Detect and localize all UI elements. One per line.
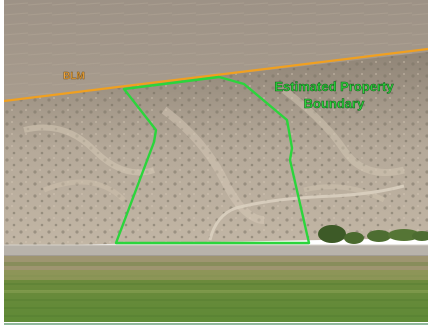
aerial-photo: BLM Estimated Property Boundary — [4, 0, 428, 322]
boundary-label-line1: Estimated Property — [274, 79, 394, 94]
aerial-scene: BLM Estimated Property Boundary — [4, 0, 428, 322]
blm-boundary-line — [4, 47, 428, 103]
property-boundary — [114, 75, 311, 245]
blm-label: BLM — [63, 71, 85, 82]
road — [4, 245, 428, 256]
bottom-rule — [4, 323, 428, 325]
boundary-label-line2: Boundary — [304, 96, 365, 111]
tree-line — [318, 225, 428, 244]
dirt-track — [208, 184, 405, 241]
